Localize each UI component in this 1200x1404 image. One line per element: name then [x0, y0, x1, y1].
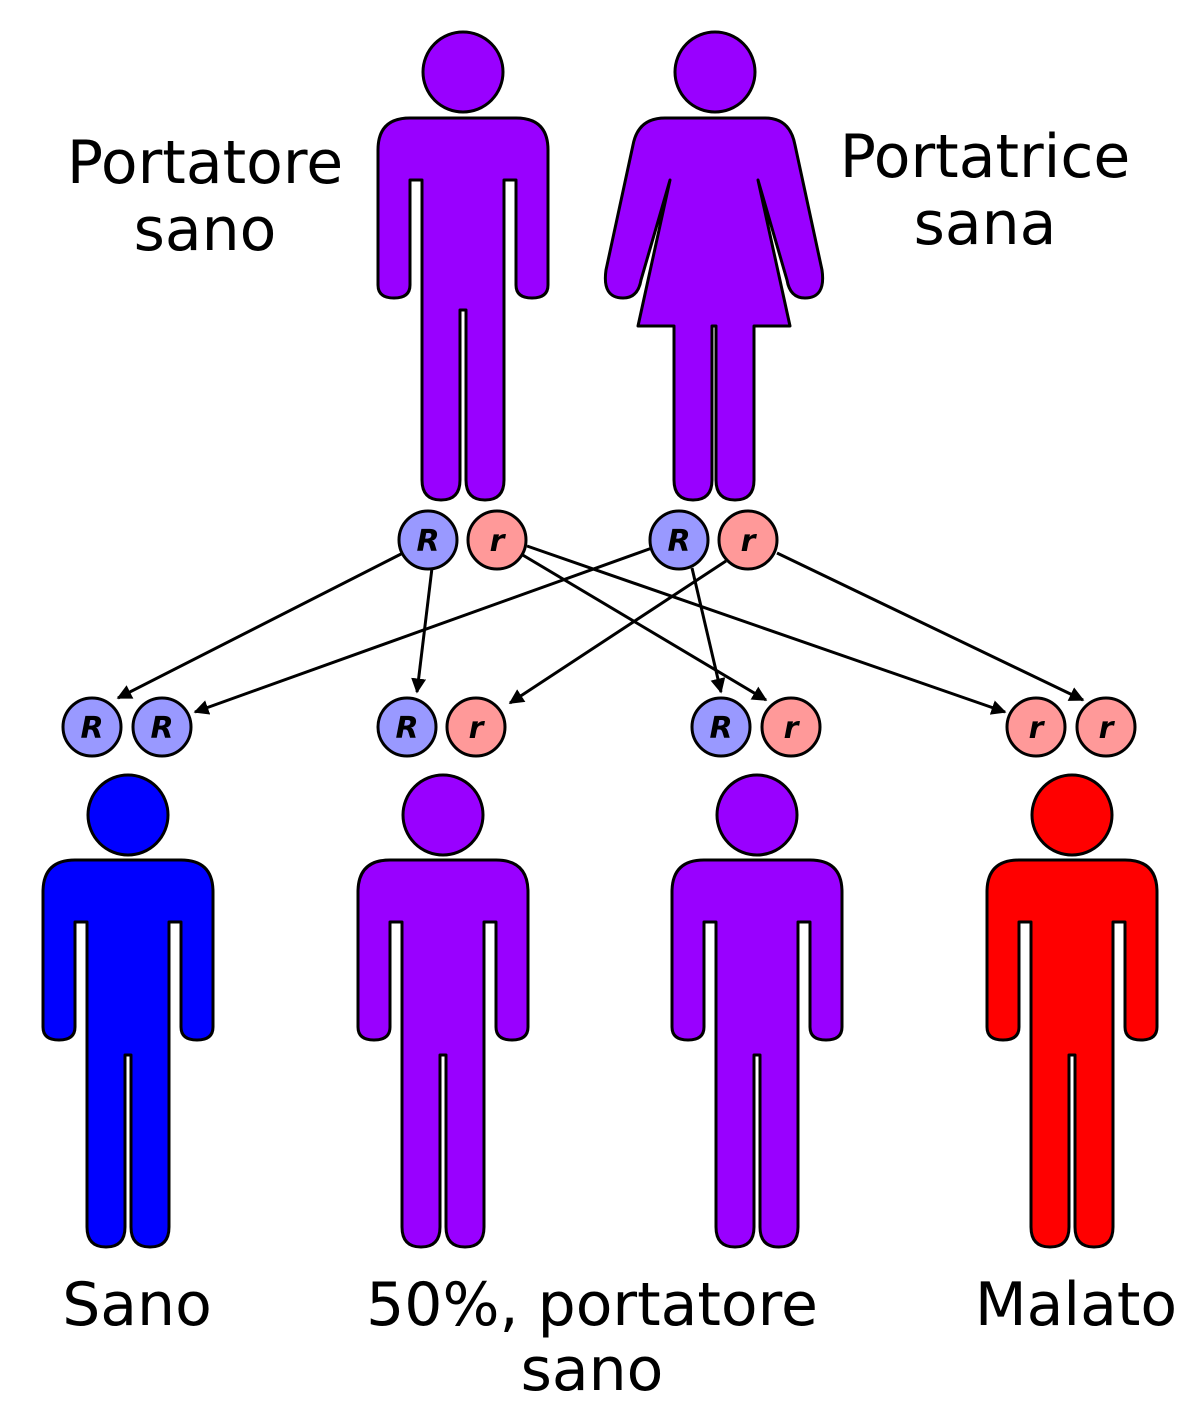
child-body — [41, 858, 215, 1249]
offspring-4-alleles: r r — [1005, 696, 1137, 758]
offspring-1-figure — [41, 773, 215, 1249]
allele-label: R — [150, 711, 173, 746]
mother-body — [603, 116, 825, 502]
allele-circle — [690, 696, 752, 758]
allele-label: R — [667, 524, 690, 559]
allele-circle — [61, 696, 123, 758]
father-allele-2: r — [466, 509, 528, 571]
father-label-line1: Portatore — [67, 128, 343, 198]
allele-label: R — [416, 524, 439, 559]
child-body — [670, 858, 844, 1249]
allele-circle — [760, 696, 822, 758]
label-carrier-line1: 50%, portatore — [366, 1270, 818, 1340]
arrow-mother-r-to-child2 — [508, 559, 727, 705]
mother-label-line2: sana — [914, 189, 1057, 259]
mother-alleles: R r — [648, 509, 779, 571]
allele-circle — [376, 696, 438, 758]
offspring-2-alleles: R r — [376, 696, 507, 758]
child-head — [86, 773, 170, 857]
allele-circle — [397, 509, 459, 571]
father-label-line2: sano — [134, 195, 277, 265]
father-figure — [376, 30, 550, 502]
offspring-1-alleles: R R — [61, 696, 193, 758]
offspring-3-figure — [670, 773, 844, 1249]
allele-label: R — [80, 711, 103, 746]
inheritance-arrows — [116, 544, 1085, 715]
label-carrier-line2: sano — [521, 1335, 664, 1404]
child-head — [715, 773, 799, 857]
arrow-mother-R-to-child3 — [690, 567, 726, 694]
arrow-father-r-to-child4 — [526, 544, 1007, 715]
allele-label: r — [784, 711, 801, 746]
offspring-2-figure — [356, 773, 530, 1249]
allele-label: r — [490, 524, 507, 559]
child-body — [985, 858, 1159, 1249]
arrow-mother-R-to-child1 — [193, 546, 653, 715]
allele-label: r — [1099, 711, 1116, 746]
label-sano: Sano — [62, 1270, 212, 1340]
child-body — [356, 858, 530, 1249]
allele-circle — [1005, 696, 1067, 758]
allele-circle — [717, 509, 779, 571]
allele-label: r — [1029, 711, 1046, 746]
allele-label: R — [395, 711, 418, 746]
allele-circle — [1075, 696, 1137, 758]
allele-circle — [131, 696, 193, 758]
allele-label: R — [709, 711, 732, 746]
allele-circle — [648, 509, 710, 571]
label-malato: Malato — [975, 1270, 1177, 1340]
mother-head — [673, 30, 757, 114]
arrow-father-R-to-child1 — [116, 551, 404, 700]
allele-circle — [466, 509, 528, 571]
mother-allele-2: r — [717, 509, 779, 571]
allele-label: r — [469, 711, 486, 746]
allele-label: r — [741, 524, 758, 559]
arrow-father-r-to-child3 — [520, 552, 768, 702]
offspring-3-alleles: R r — [690, 696, 822, 758]
child-head — [401, 773, 485, 857]
allele-circle — [445, 696, 507, 758]
offspring-4-figure — [985, 773, 1159, 1249]
father-allele-1: R — [397, 509, 459, 571]
child-head — [1030, 773, 1114, 857]
father-body — [376, 116, 550, 502]
father-alleles: R r — [397, 509, 528, 571]
mother-figure — [603, 30, 825, 502]
father-head — [421, 30, 505, 114]
mother-label-line1: Portatrice — [840, 122, 1130, 192]
mother-allele-1: R — [648, 509, 710, 571]
arrow-mother-r-to-child4 — [776, 551, 1085, 702]
